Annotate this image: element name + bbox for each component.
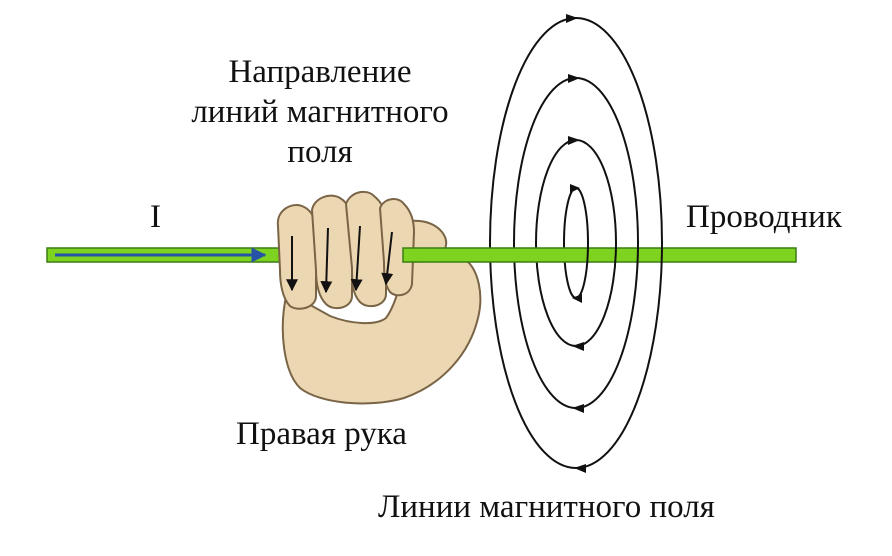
field-ring-4-back <box>489 17 577 469</box>
field-lines-back <box>489 17 577 469</box>
ring-3-arrow-top <box>568 74 580 83</box>
finger-2 <box>310 194 353 310</box>
finger-4 <box>378 198 416 297</box>
field-ring-3-back <box>513 77 577 409</box>
conductor-right <box>402 247 797 263</box>
ring-2-arrow-top <box>568 136 580 145</box>
finger-arrow-3 <box>350 225 363 292</box>
ring-4-arrow-top <box>566 14 578 23</box>
field-direction-arrows <box>566 14 586 473</box>
ring-2-arrow-bottom <box>572 342 584 351</box>
field-lines-front <box>575 17 663 469</box>
hand-palm <box>281 258 482 405</box>
finger-arrow-2 <box>320 227 333 294</box>
finger-1 <box>276 204 317 310</box>
conductor-label: Проводник <box>686 199 842 235</box>
right-hand <box>276 190 482 405</box>
finger-arrow-4 <box>381 231 394 286</box>
field-direction-label: Направление линий магнитного поля <box>150 52 490 172</box>
field-ring-2-back <box>535 139 577 347</box>
current-label: I <box>150 199 161 235</box>
right-hand-label: Правая рука <box>236 416 407 452</box>
field-direction-line-1: Направление <box>228 54 412 90</box>
field-direction-line-2: линий магнитного <box>191 94 449 130</box>
ring-1-arrow-bottom <box>572 294 582 303</box>
field-lines-label: Линии магнитного поля <box>378 489 715 525</box>
field-ring-3-front <box>575 77 639 409</box>
field-ring-1-back <box>563 187 577 299</box>
field-ring-2-front <box>575 139 617 347</box>
field-ring-4-front <box>575 17 663 469</box>
ring-4-arrow-bottom <box>574 464 586 473</box>
ring-3-arrow-bottom <box>572 404 584 413</box>
field-ring-1-front <box>575 187 589 299</box>
ring-1-arrow-top <box>570 184 580 193</box>
field-direction-line-3: поля <box>287 134 353 170</box>
